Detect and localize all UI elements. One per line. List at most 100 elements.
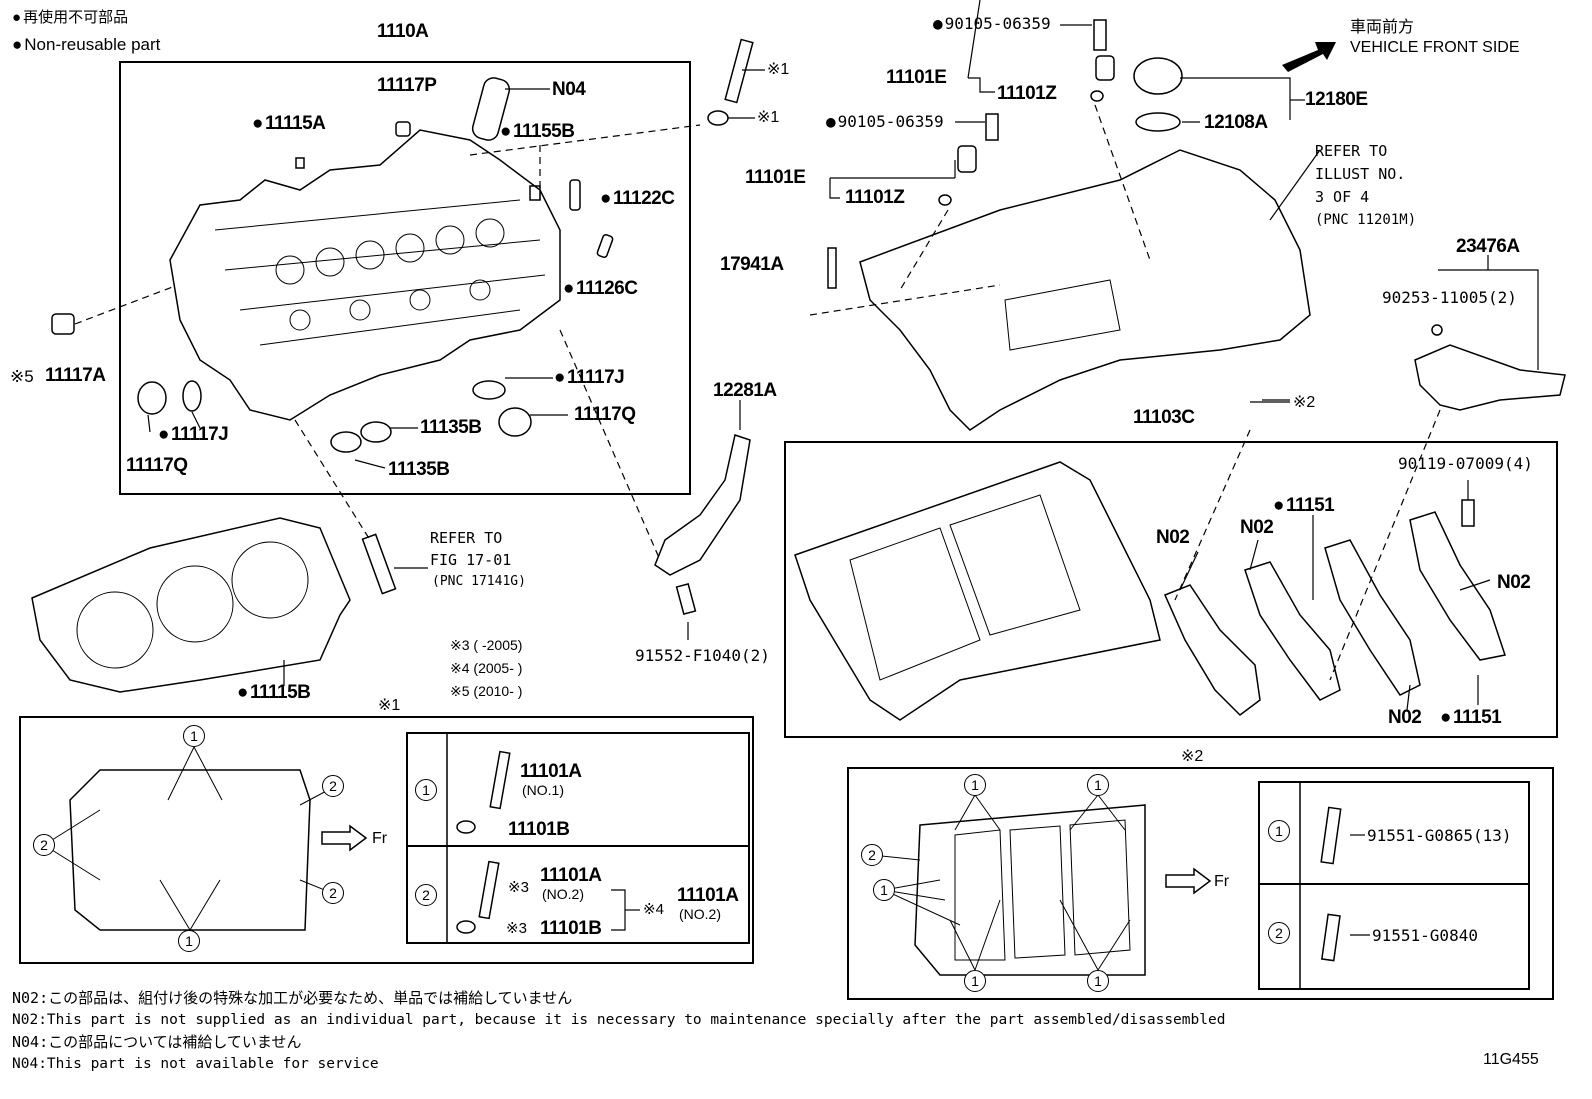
detail1-row2-mark3b: ※3 [506, 920, 527, 937]
label-90253[interactable]: 90253-11005(2) [1382, 288, 1517, 307]
label-90119[interactable]: 90119-07009(4) [1398, 454, 1533, 473]
detail1-row2-alt-part[interactable]: 11101A [677, 885, 739, 906]
refer-fig-line3: (PNC 17141G) [432, 574, 526, 589]
label-11151-a[interactable]: 11151 [1273, 496, 1335, 515]
n04-pipe-illustration [471, 77, 511, 141]
oil-cap-gasket-illustration [1135, 112, 1181, 132]
detail1-row2-washer[interactable]: 11101B [540, 918, 602, 939]
12281a-bracket-illustration [654, 434, 751, 576]
90105-bolt-a-illustration [1093, 19, 1107, 51]
detail1-callout-2-right-bottom: 2 [322, 882, 344, 904]
label-11135b-b[interactable]: 11135B [388, 459, 450, 480]
17941a-stud-illustration [827, 247, 837, 289]
label-11115a[interactable]: 11115A [252, 114, 326, 133]
cylinder-head-illustration [169, 129, 561, 421]
detail2-callout-2: 2 [861, 844, 883, 866]
refer-fig-line2: FIG 17-01 [430, 551, 512, 569]
label-91552[interactable]: 91552-F1040(2) [635, 646, 770, 665]
label-1110a[interactable]: 1110A [377, 21, 429, 42]
footnote-n02-en: N02:This part is not supplied as an indi… [12, 1012, 1226, 1028]
label-11151-b[interactable]: 11151 [1440, 708, 1502, 727]
label-90105-a[interactable]: 90105-06359 [933, 16, 1051, 32]
label-11115b[interactable]: 11115B [237, 683, 311, 702]
detail1-row1-washer[interactable]: 11101B [508, 819, 570, 840]
cam-sensor-a-illustration [1095, 55, 1115, 81]
label-23476a[interactable]: 23476A [1456, 236, 1520, 257]
footnote-n04-en: N04:This part is not available for servi… [12, 1056, 379, 1072]
detail1-row2-mark3: ※3 [508, 879, 529, 896]
detail2-row1-num: 1 [1268, 820, 1290, 842]
11115a-pin-illustration [295, 157, 305, 169]
note-mark4: ※4 (2005- ) [450, 660, 523, 676]
detail1-row2-part[interactable]: 11101A [540, 865, 602, 886]
detail1-head-illustration [69, 769, 311, 931]
detail1-callout-1-top: 1 [183, 725, 205, 747]
detail1-row2-alt-sub: (NO.2) [679, 906, 721, 922]
label-11117j-left[interactable]: 11117J [158, 425, 229, 444]
detail1-callout-2-left: 2 [33, 834, 55, 856]
label-n02-d[interactable]: N02 [1388, 707, 1422, 728]
detail2-row1-part[interactable]: 91551-G0865(13) [1367, 826, 1512, 845]
label-11117q-right[interactable]: 11117Q [574, 404, 636, 425]
label-90105-b[interactable]: 90105-06359 [826, 114, 944, 130]
label-11101e-b[interactable]: 11101E [745, 167, 806, 188]
detail1-row1-part[interactable]: 11101A [520, 761, 582, 782]
label-n02-b[interactable]: N02 [1240, 517, 1274, 538]
label-12281a[interactable]: 12281A [713, 380, 777, 401]
label-17941a[interactable]: 17941A [720, 254, 784, 275]
legend-non-reusable-en: Non-reusable part [12, 36, 160, 53]
90105-bolt-b-illustration [985, 113, 999, 141]
label-n04[interactable]: N04 [552, 79, 586, 100]
label-11101z-a[interactable]: 11101Z [997, 83, 1057, 104]
detail1-row2-mark4: ※4 [643, 901, 664, 918]
fr-arrow-1-icon [321, 824, 368, 852]
11117q-cap-b-illustration [498, 407, 532, 437]
label-11122c[interactable]: 11122C [600, 189, 675, 208]
label-n02-a[interactable]: N02 [1156, 527, 1190, 548]
detail-box-1 [19, 716, 754, 964]
label-11117j-right[interactable]: 11117J [554, 368, 625, 387]
label-11103c[interactable]: 11103C [1133, 407, 1195, 428]
vehicle-front-jp: 車両前方 [1350, 19, 1415, 36]
bearing-cap-b-illustration [1244, 561, 1341, 701]
diagram-code: 11G455 [1483, 1051, 1539, 1068]
11117a-plug-illustration [51, 313, 75, 335]
detail1-row1-sub: (NO.1) [522, 782, 564, 798]
23476a-bracket-illustration [1414, 344, 1566, 411]
detail1-callout-1-bottom: 1 [178, 930, 200, 952]
detail1-header: ※1 [378, 697, 401, 714]
oil-cap-illustration [1133, 57, 1183, 95]
label-12180e[interactable]: 12180E [1305, 89, 1368, 110]
detail2-callout-1-e: 1 [1087, 970, 1109, 992]
vehicle-front-arrow-icon [1282, 42, 1336, 72]
label-11101e-a[interactable]: 11101E [886, 67, 947, 88]
detail1-fr: Fr [372, 830, 388, 847]
11135b-ring-b-illustration [330, 431, 362, 453]
label-11135b-a[interactable]: 11135B [420, 417, 482, 438]
label-11155b[interactable]: 11155B [500, 122, 575, 141]
11117j-ring-b-illustration [472, 380, 506, 400]
detail2-header: ※2 [1181, 748, 1204, 765]
label-11126c[interactable]: 11126C [563, 279, 638, 298]
detail2-fr: Fr [1214, 873, 1230, 890]
label-n02-c[interactable]: N02 [1497, 572, 1531, 593]
detail2-callout-1-d: 1 [964, 970, 986, 992]
11122c-pin-illustration [569, 179, 581, 211]
label-12108a[interactable]: 12108A [1204, 112, 1268, 133]
mark-1-a: ※1 [767, 61, 790, 78]
11117q-cap-illustration [137, 381, 167, 415]
legend-non-reusable-jp: 再使用不可部品 [12, 10, 128, 25]
label-11101z-b[interactable]: 11101Z [845, 187, 905, 208]
label-11117q-left[interactable]: 11117Q [126, 455, 188, 476]
label-11117p[interactable]: 11117P [377, 75, 437, 96]
refer-fig-line1: REFER TO [430, 529, 503, 547]
refer-illust-line1: REFER TO [1315, 142, 1388, 160]
11135b-ring-a-illustration [360, 421, 392, 443]
mark-1-b: ※1 [757, 109, 780, 126]
label-11117a[interactable]: 11117A [45, 365, 106, 386]
detail2-row2-part[interactable]: 91551-G0840 [1372, 926, 1478, 945]
stud-illustration [361, 533, 397, 595]
mark-5: ※5 [10, 367, 34, 386]
detail1-callout-2-right-top: 2 [322, 775, 344, 797]
cam-cover-illustration [859, 149, 1311, 431]
